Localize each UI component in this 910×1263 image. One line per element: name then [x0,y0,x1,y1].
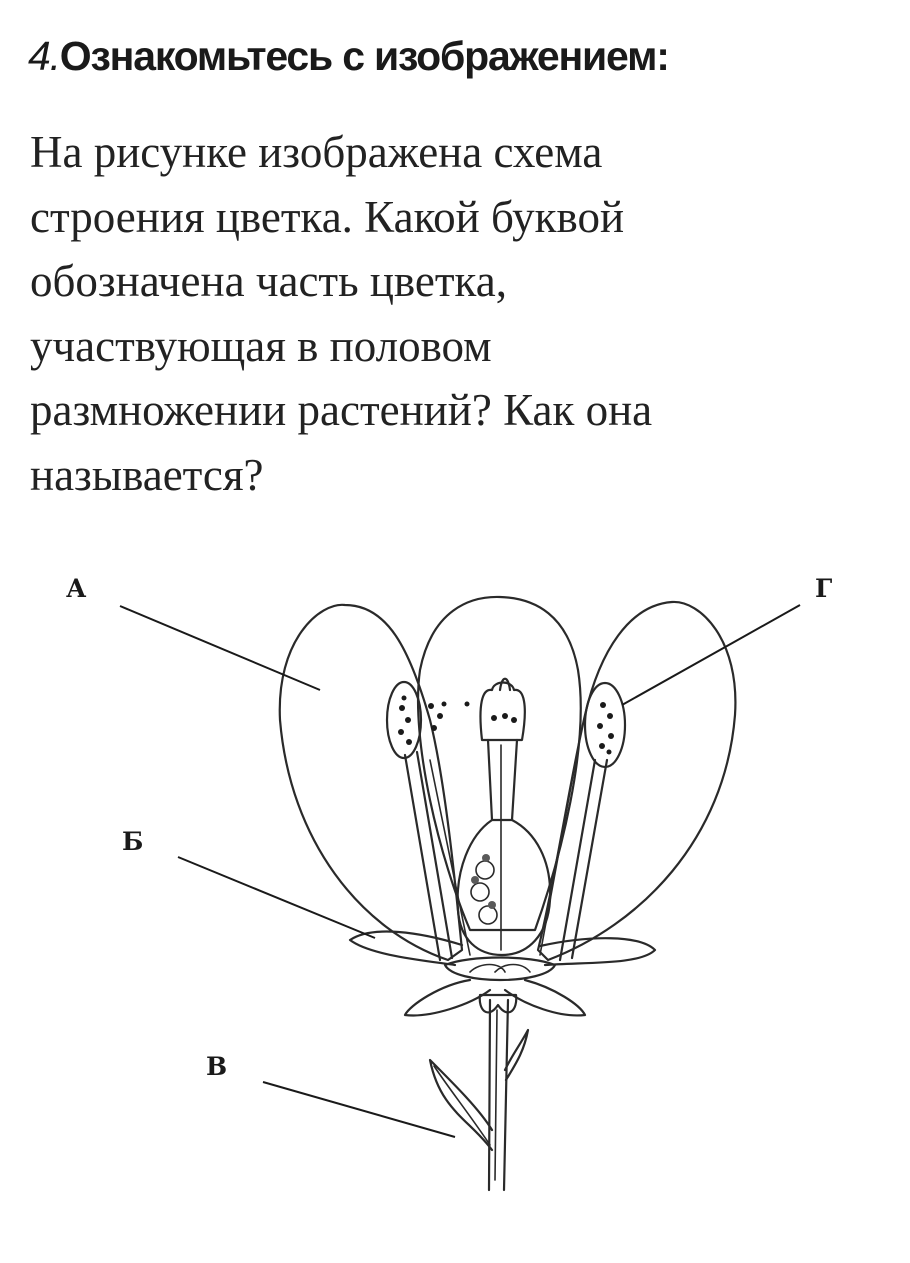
question-line-6: называется? [30,449,264,500]
question-line-2: строения цветка. Какой буквой [30,191,625,242]
stamen-filaments [403,750,609,962]
anther-right [583,681,627,769]
label-b: Б [122,827,143,856]
question-line-3: обозначена часть цветка, [30,256,507,306]
question-text: На рисунке изображена схема строения цве… [30,120,880,507]
receptacle [443,956,557,982]
question-line-4: участвующая в половом [30,320,492,371]
leader-line-b [177,856,376,939]
stem-leaf [428,1028,530,1152]
label-v: В [206,1052,227,1081]
task-number: 4. [28,33,61,79]
task-title: Ознакомьтесь с изображением: [59,33,670,79]
anther-left [385,680,423,760]
leader-line-g [621,604,801,706]
pollen-grains [428,701,470,731]
label-a: А [66,574,87,603]
flower-stem [487,998,510,1192]
petal-center [416,595,582,932]
flower-diagram: А Б В Г [66,574,832,1192]
question-line-5: размножении растений? Как она [30,385,653,435]
petal-left [278,603,464,962]
sepals [348,930,657,1017]
question-line-1: На рисунке изображена схема [30,127,603,177]
task-heading: 4.Ознакомьтесь с изображением: [28,30,670,82]
leader-line-a [119,605,321,691]
label-g: Г [815,574,832,603]
leader-line-v [262,1081,456,1138]
pistil [456,677,552,957]
petal-right [536,600,737,962]
